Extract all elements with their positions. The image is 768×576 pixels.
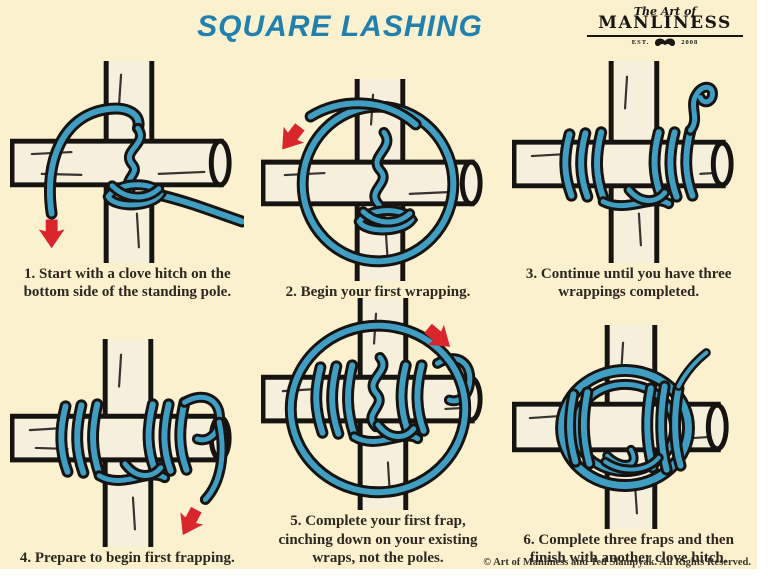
poster-canvas: SQUARE LASHING The Art of MANLINESS EST.… — [0, 0, 757, 569]
illustration-step-2 — [260, 79, 483, 282]
logo-established-row: EST. 2008 — [587, 38, 743, 47]
step-panel-6: 6. Complete three fraps and then finish … — [503, 302, 754, 568]
step-panel-5: 5. Complete your first frap, cinching do… — [253, 297, 504, 568]
illustration-step-3 — [511, 60, 734, 263]
step-caption-6: 6. Complete three fraps and then finish … — [523, 531, 734, 567]
step-panel-1: 1. Start with a clove hitch on the botto… — [2, 50, 253, 302]
step-caption-5: 5. Complete your first frap, cinching do… — [278, 512, 478, 567]
logo-wordmark: MANLINESS — [587, 14, 743, 37]
steps-grid: 1. Start with a clove hitch on the botto… — [2, 50, 754, 568]
logo-script-text: The Art of — [633, 5, 697, 18]
step-panel-3: 3. Continue until you have three wrappin… — [503, 50, 754, 302]
step-caption-2: 2. Begin your first wrapping. — [285, 284, 471, 301]
red-arrow-icon — [171, 503, 209, 542]
logo-est-label: EST. — [631, 38, 650, 46]
illustration-step-1 — [10, 60, 245, 263]
step-caption-3: 3. Continue until you have three wrappin… — [525, 265, 732, 301]
copyright-notice: © Art of Manliness and Ted Slampyak. All… — [483, 557, 751, 568]
art-of-manliness-logo: The Art of MANLINESS EST. 2008 — [587, 6, 743, 47]
step-panel-4: 4. Prepare to begin first frapping. — [2, 302, 253, 568]
logo-year-label: 2008 — [681, 38, 699, 46]
page-title: SQUARE LASHING — [197, 10, 483, 43]
cross-pole — [10, 414, 225, 463]
cross-pole — [260, 159, 475, 207]
mustache-icon — [655, 38, 676, 46]
cross-pole — [10, 138, 225, 187]
illustration-step-6 — [511, 324, 729, 529]
illustration-step-5 — [260, 297, 483, 510]
step-caption-1: 1. Start with a clove hitch on the botto… — [23, 265, 232, 301]
step-panel-2: 2. Begin your first wrapping. — [253, 50, 504, 302]
step-caption-4: 4. Prepare to begin first frapping. — [19, 550, 235, 567]
red-arrow-icon — [39, 219, 65, 248]
illustration-step-4 — [10, 339, 232, 548]
